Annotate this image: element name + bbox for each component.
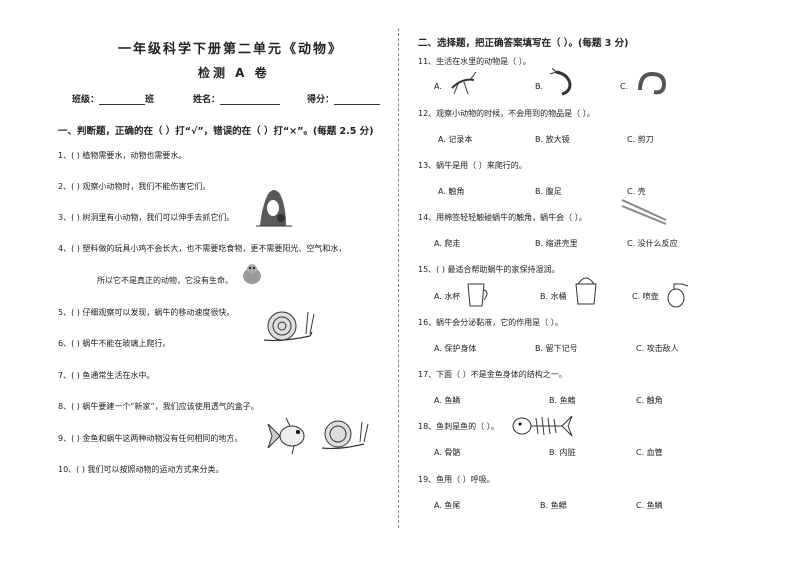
class-blank[interactable] <box>99 94 146 105</box>
cup-icon <box>467 283 488 307</box>
name-label: 姓名： <box>193 95 221 105</box>
q19-option-b[interactable]: B. 鱼鳃 <box>540 501 567 510</box>
class-label: 班级： <box>72 95 100 105</box>
mc-question-14: 14、用棉签轻轻触碰蜗牛的触角，蜗牛会（ ）。 <box>418 213 587 222</box>
goldfish-illustration <box>267 417 305 455</box>
q11-option-b[interactable]: B. <box>535 82 544 91</box>
mc-question-11: 11、生活在水里的动物是（ ）。 <box>418 57 531 66</box>
q16-option-c[interactable]: C. 攻击敌人 <box>636 344 679 353</box>
grasshopper-icon <box>451 71 477 95</box>
class-field: 班级： 班 <box>72 92 154 105</box>
mc-question-17: 17、下面（ ）不是金鱼身体的结构之一。 <box>418 370 567 379</box>
q13-option-c[interactable]: C. 壳 <box>627 187 646 196</box>
page-divider <box>398 28 399 528</box>
q17-option-a[interactable]: A. 鱼鳞 <box>434 396 461 405</box>
tf-item-8[interactable]: 8、( ) 蜗牛要建一个“新家”，我们应该使用透气的盒子。 <box>58 402 259 411</box>
toy-chick-illustration <box>243 264 261 284</box>
q16-option-b[interactable]: B. 留下记号 <box>535 344 578 353</box>
q12-option-c[interactable]: C. 剪刀 <box>627 135 654 144</box>
q15-option-b[interactable]: B. 水桶 <box>540 292 567 301</box>
earthworm-icon <box>638 71 667 95</box>
bucket-icon <box>575 277 597 305</box>
mc-question-16: 16、蜗牛会分泌黏液，它的作用是（ ）。 <box>418 318 563 327</box>
tf-item-6[interactable]: 6、( ) 蜗牛不能在玻璃上爬行。 <box>58 339 171 348</box>
mc-question-19: 19、鱼用（ ）呼吸。 <box>418 475 495 484</box>
q15-option-a[interactable]: A. 水杯 <box>434 292 461 301</box>
name-field: 姓名： <box>193 92 281 105</box>
q17-option-c[interactable]: C. 触角 <box>636 396 663 405</box>
page-subtitle: 检测 A 卷 <box>198 66 270 80</box>
part1-heading: 一、判断题，正确的在（ ）打“√”，错误的在（ ）打“×”。(每题 2.5 分) <box>58 126 374 137</box>
mc-question-18: 18、鱼刺是鱼的（ ）。 <box>418 422 499 431</box>
name-blank[interactable] <box>220 94 281 105</box>
fish-bone-icon <box>512 415 573 437</box>
snail-illustration <box>263 311 315 342</box>
q12-option-b[interactable]: B. 放大镜 <box>535 135 570 144</box>
tf-item-3[interactable]: 3、( ) 树洞里有小动物，我们可以伸手去抓它们。 <box>58 213 235 222</box>
q18-option-b[interactable]: B. 内脏 <box>549 448 576 457</box>
q15-option-c[interactable]: C. 喷壶 <box>632 292 659 301</box>
q19-option-c[interactable]: C. 鱼鳞 <box>636 501 663 510</box>
part2-heading: 二、选择题，把正确答案填写在（ ）。(每题 3 分) <box>418 38 629 49</box>
tf-item-2[interactable]: 2、( ) 观察小动物时，我们不能伤害它们。 <box>58 182 211 191</box>
score-field: 得分： <box>307 92 381 105</box>
q13-option-a[interactable]: A. 触角 <box>438 187 465 196</box>
class-suffix: 班 <box>145 95 155 105</box>
snail-illustration-2 <box>321 420 369 450</box>
tf-item-10[interactable]: 10、( ) 我们可以按照动物的运动方式来分类。 <box>58 465 224 474</box>
q12-option-a[interactable]: A. 记录本 <box>438 135 473 144</box>
q11-option-a[interactable]: A. <box>434 82 442 91</box>
tf-item-9[interactable]: 9、( ) 金鱼和蜗牛这两种动物没有任何相同的地方。 <box>58 434 243 443</box>
tree-hole-illustration <box>256 190 292 227</box>
mc-question-15: 15、( ) 最适合帮助蜗牛的家保持湿润。 <box>418 265 560 274</box>
q17-option-b[interactable]: B. 鱼鳍 <box>549 396 576 405</box>
spray-bottle-icon <box>667 283 689 308</box>
tf-item-4[interactable]: 4、( ) 塑料做的玩具小鸡不会长大，也不需要吃食物，更不需要阳光、空气和水， <box>58 244 347 253</box>
q14-option-a[interactable]: A. 爬走 <box>434 239 461 248</box>
page-title: 一年级科学下册第二单元《动物》 <box>118 42 344 57</box>
mc-question-12: 12、观察小动物的时候，不会用到的物品是（ ）。 <box>418 109 595 118</box>
q19-option-a[interactable]: A. 鱼尾 <box>434 501 461 510</box>
cotton-swab-icon <box>621 199 667 225</box>
q18-option-c[interactable]: C. 血管 <box>636 448 663 457</box>
q11-option-c[interactable]: C. <box>620 82 629 91</box>
q14-option-c[interactable]: C. 没什么反应 <box>627 239 678 248</box>
tf-item-7[interactable]: 7、( ) 鱼通常生活在水中。 <box>58 371 155 380</box>
tf-item-4-cont: 所以它不是真正的动物，它没有生命。 <box>97 276 233 285</box>
score-blank[interactable] <box>334 94 381 105</box>
tf-item-1[interactable]: 1、( ) 植物需要水，动物也需要水。 <box>58 151 187 160</box>
mc-question-13: 13、蜗牛是用（ ）来爬行的。 <box>418 161 527 170</box>
q14-option-b[interactable]: B. 缩进壳里 <box>535 239 578 248</box>
q13-option-b[interactable]: B. 腹足 <box>535 187 562 196</box>
q18-option-a[interactable]: A. 骨骼 <box>434 448 461 457</box>
tf-item-5[interactable]: 5、( ) 仔细观察可以发现，蜗牛的移动速度很快。 <box>58 308 235 317</box>
score-label: 得分： <box>307 95 335 105</box>
q16-option-a[interactable]: A. 保护身体 <box>434 344 477 353</box>
shrimp-icon <box>550 68 572 96</box>
